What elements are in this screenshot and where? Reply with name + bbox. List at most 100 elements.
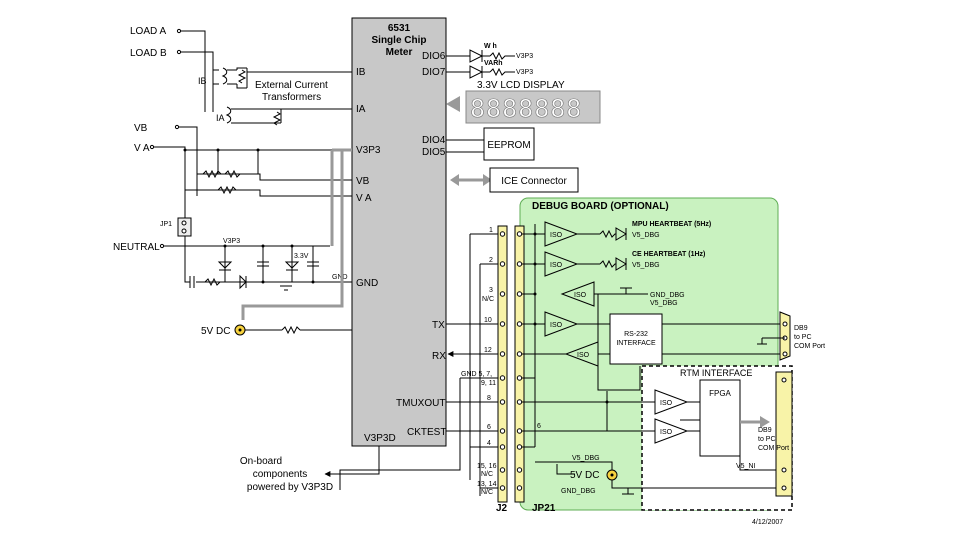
gnddbg-label-top: GND_DBG — [650, 292, 685, 299]
pin-vb: VB — [356, 176, 370, 187]
v3p3-supply-label: V3P3 — [223, 238, 240, 245]
load-a-terminal — [176, 28, 182, 34]
mpu-v5dbg-label: V5_DBG — [632, 232, 660, 239]
wh-led-label: W h — [484, 43, 497, 50]
jp21-label: JP21 — [532, 503, 556, 514]
j2-label: J2 — [496, 503, 508, 514]
ce-heartbeat-label: CE HEARTBEAT (1Hz) — [632, 251, 705, 258]
db9-top-line3: COM Port — [794, 343, 825, 350]
debug-wires — [522, 224, 788, 495]
j2-pin3: 3 — [489, 287, 493, 294]
connector-pins — [460, 231, 523, 491]
j2-pin1314: 13, 14 — [477, 481, 497, 488]
pin-gnd: GND — [356, 278, 378, 289]
pin-ia: IA — [356, 104, 366, 115]
fivevdc-right-label: 5V DC — [570, 470, 599, 481]
load-b-label: LOAD B — [130, 48, 167, 59]
jp1-pin-top — [181, 220, 187, 226]
j2-pin1: 1 — [489, 227, 493, 234]
ct-label-line1: External Current — [255, 80, 328, 91]
v5dbg-label-bottom: V5_DBG — [572, 455, 600, 462]
j2-connector — [497, 225, 508, 503]
j2-pin1516: 15, 16 — [477, 463, 497, 470]
lcd-arrow — [446, 96, 460, 112]
iso-label-5: ISO — [577, 352, 590, 359]
load-b-terminal — [176, 49, 182, 55]
ib-ct-label: IB — [198, 76, 207, 86]
jp1-pin-bottom — [181, 228, 187, 234]
db9-right-line2: to PC — [758, 436, 776, 443]
power-path — [241, 150, 344, 320]
rs232-line2: INTERFACE — [616, 340, 656, 347]
j2-pin10: 10 — [484, 317, 492, 324]
current-transformer-wires — [181, 30, 352, 126]
iso-label-2: ISO — [550, 262, 563, 269]
lcd-label: 3.3V LCD DISPLAY — [477, 80, 565, 91]
lcd-display — [465, 90, 601, 124]
onboard-line3: powered by V3P3D — [247, 482, 333, 493]
v33-supply-label: 3.3V — [294, 253, 309, 260]
rs232-box — [609, 313, 663, 365]
v5dbg-label-top: V5_DBG — [650, 300, 678, 307]
j2-pin3-nc: N/C — [482, 296, 494, 303]
onboard-line2: components — [253, 469, 307, 480]
pin-dio7: DIO7 — [422, 67, 446, 78]
date-label: 4/12/2007 — [752, 519, 783, 526]
iso-buffers — [544, 221, 689, 444]
chip-number: 6531 — [388, 23, 411, 34]
ct-label-line2: Transformers — [262, 92, 321, 103]
meter-chip — [351, 17, 447, 447]
j2-pin6: 6 — [487, 424, 491, 431]
jp21-connector — [514, 225, 525, 503]
gnddbg-label-bottom: GND_DBG — [561, 488, 596, 495]
db9-right-line3: COM Port — [758, 445, 789, 452]
voltage-divider-wires — [149, 124, 352, 260]
debug-board-title: DEBUG BOARD (OPTIONAL) — [532, 201, 669, 212]
iso-label-7: ISO — [660, 429, 673, 436]
v5ni-label: V5_NI — [736, 463, 756, 470]
iso-label-1: ISO — [550, 232, 563, 239]
j2-pin1314-nc: N/C — [481, 489, 493, 496]
varh-led-label: VARh — [484, 60, 503, 67]
ce-v5dbg-label: V5_DBG — [632, 262, 660, 269]
db9-top-line1: DB9 — [794, 325, 808, 332]
pin-rx: RX — [432, 351, 446, 362]
supply-network — [159, 243, 352, 291]
onboard-line1: On-board — [240, 456, 282, 467]
db9-top-line2: to PC — [794, 334, 812, 341]
rs232-line1: RS-232 — [624, 331, 648, 338]
gnd-label: GND — [332, 274, 348, 281]
pin-cktest: CKTEST — [407, 427, 446, 438]
pin-tx: TX — [432, 320, 445, 331]
j2-pin4: 4 — [487, 440, 491, 447]
signal-wires — [339, 234, 498, 496]
pin-tmuxout: TMUXOUT — [396, 398, 445, 409]
ia-ct-label: IA — [216, 113, 225, 123]
jp1-jumper — [177, 217, 192, 237]
db9-right-line1: DB9 — [758, 427, 772, 434]
jp1-label: JP1 — [160, 221, 172, 228]
fpga-box — [699, 379, 741, 457]
rtm-interface-label: RTM INTERFACE — [680, 368, 752, 378]
fivevdc-left-label: 5V DC — [201, 326, 230, 337]
pin-v3p3: V3P3 — [356, 145, 381, 156]
varh-rail-label: V3P3 — [516, 69, 533, 76]
j2-pin2: 2 — [489, 257, 493, 264]
eeprom-label: EEPROM — [487, 140, 530, 151]
j2-pin8: 8 — [487, 395, 491, 402]
ice-connector-label: ICE Connector — [501, 176, 567, 187]
j2-pin1516-nc: N/C — [481, 471, 493, 478]
pin-dio6: DIO6 — [422, 51, 446, 62]
ice-connector-box — [489, 167, 579, 193]
vb-input-label: VB — [134, 123, 148, 134]
load-a-label: LOAD A — [130, 26, 166, 37]
iso-label-4: ISO — [550, 322, 563, 329]
eeprom-box — [483, 127, 535, 161]
lcd-digits: 8888888 — [470, 94, 582, 123]
pin-dio5: DIO5 — [422, 147, 446, 158]
chip-name-line2: Meter — [386, 47, 413, 58]
pin-ib: IB — [356, 67, 366, 78]
pin-dio4: DIO4 — [422, 135, 446, 146]
iso-label-6: ISO — [660, 400, 673, 407]
